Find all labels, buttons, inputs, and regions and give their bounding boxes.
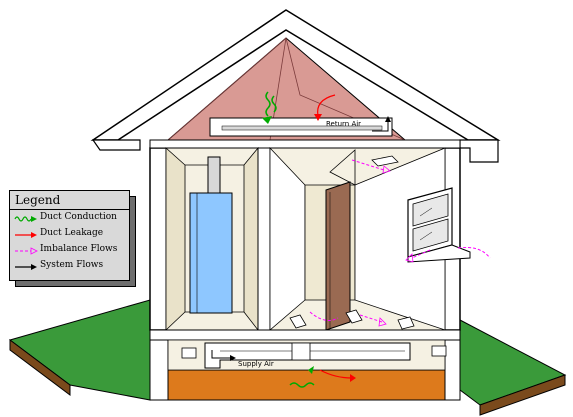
legend-item-duct-leakage: Duct Leakage bbox=[14, 228, 130, 242]
legend-label: Duct Conduction bbox=[40, 212, 117, 222]
red-arrow-icon bbox=[14, 230, 38, 240]
door bbox=[326, 182, 350, 330]
supply-air-label: Supply Air bbox=[238, 360, 274, 368]
legend-title: Legend bbox=[15, 193, 60, 207]
legend-item-imbalance-flows: Imbalance Flows bbox=[14, 244, 130, 258]
crawl-vent-left bbox=[182, 348, 196, 358]
ground-left bbox=[10, 300, 150, 400]
ceiling-band bbox=[150, 140, 460, 148]
legend-label: Imbalance Flows bbox=[40, 244, 117, 254]
crawl-vent-right bbox=[432, 346, 446, 356]
floor-band bbox=[150, 330, 460, 340]
legend-item-duct-conduction: Duct Conduction bbox=[14, 212, 130, 226]
crawlspace-wall bbox=[150, 340, 168, 400]
furnace-flue bbox=[208, 157, 220, 193]
roof-eave-left bbox=[93, 140, 140, 150]
furnace bbox=[190, 193, 232, 313]
black-arrow-icon bbox=[14, 262, 38, 272]
ground-right bbox=[460, 320, 565, 405]
roof-eave-right bbox=[460, 140, 498, 162]
crawlspace-wall-right bbox=[445, 340, 460, 400]
return-air-label: Return Air bbox=[326, 120, 361, 128]
legend-label: System Flows bbox=[40, 260, 103, 270]
dashed-arrow-icon bbox=[14, 246, 38, 256]
legend-label: Duct Leakage bbox=[40, 228, 103, 238]
legend-box: Legend Duct Conduction Duct Leakage Imba… bbox=[9, 190, 130, 281]
divider-wall bbox=[258, 148, 270, 330]
wavy-arrow-icon bbox=[14, 214, 38, 224]
legend-item-system-flows: System Flows bbox=[14, 260, 130, 274]
legend: Legend Duct Conduction Duct Leakage Imba… bbox=[9, 190, 135, 286]
